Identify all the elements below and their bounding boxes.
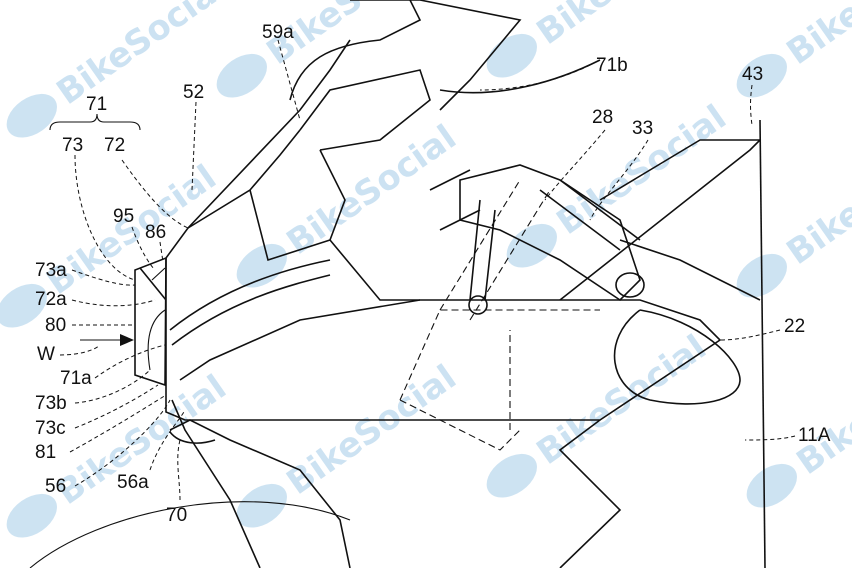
label-73: 73 [62, 135, 83, 156]
leader-lines [49, 39, 796, 501]
watermark: BikeSocial [236, 117, 464, 288]
label-81: 81 [35, 442, 56, 463]
label-80: 80 [45, 315, 66, 336]
watermarks: BikeSocial BikeSocial BikeSocial BikeSoc… [0, 0, 852, 538]
label-59a: 59a [262, 22, 294, 43]
label-52: 52 [183, 82, 204, 103]
watermark: BikeSocial [236, 357, 464, 528]
label-72: 72 [104, 135, 125, 156]
label-W: W [37, 344, 55, 365]
svg-text:BikeSocial: BikeSocial [280, 117, 464, 263]
fairing-outline [29, 0, 766, 568]
label-72a: 72a [35, 289, 67, 310]
label-71a: 71a [60, 368, 92, 389]
handlebar-assembly [399, 164, 645, 451]
headlight-assembly [134, 256, 167, 387]
label-70: 70 [166, 505, 187, 526]
label-73c: 73c [35, 418, 66, 439]
label-43: 43 [742, 64, 763, 85]
svg-text:BikeSocial: BikeSocial [280, 357, 464, 503]
label-28: 28 [592, 107, 613, 128]
watermark: BikeSocial [746, 337, 852, 508]
label-95: 95 [113, 206, 134, 227]
svg-text:BikeSocial: BikeSocial [40, 157, 224, 303]
label-86: 86 [145, 222, 166, 243]
svg-text:BikeSocial: BikeSocial [50, 0, 234, 113]
svg-text:BikeSocial: BikeSocial [780, 0, 852, 73]
label-73b: 73b [35, 393, 67, 414]
watermark: BikeSocial [736, 0, 852, 98]
watermark: BikeSocial [486, 327, 714, 498]
svg-text:BikeSocial: BikeSocial [780, 127, 852, 273]
label-33: 33 [632, 118, 653, 139]
label-73a: 73a [35, 260, 67, 281]
label-11A: 11A [798, 425, 831, 446]
watermark: BikeSocial [6, 0, 234, 138]
watermark: BikeSocial [0, 157, 224, 328]
watermark: BikeSocial [736, 127, 852, 298]
svg-text:BikeSocial: BikeSocial [530, 327, 714, 473]
svg-text:BikeSocial: BikeSocial [790, 337, 852, 483]
reference-labels: 71 73 72 52 59a 71b 43 28 33 95 86 73a 7… [35, 22, 831, 526]
label-71b: 71b [596, 55, 628, 76]
label-22: 22 [784, 316, 805, 337]
svg-text:BikeSocial: BikeSocial [530, 0, 714, 53]
label-56a: 56a [117, 472, 149, 493]
watermark: BikeSocial [506, 97, 734, 268]
label-56: 56 [45, 476, 66, 497]
label-71: 71 [86, 94, 107, 115]
